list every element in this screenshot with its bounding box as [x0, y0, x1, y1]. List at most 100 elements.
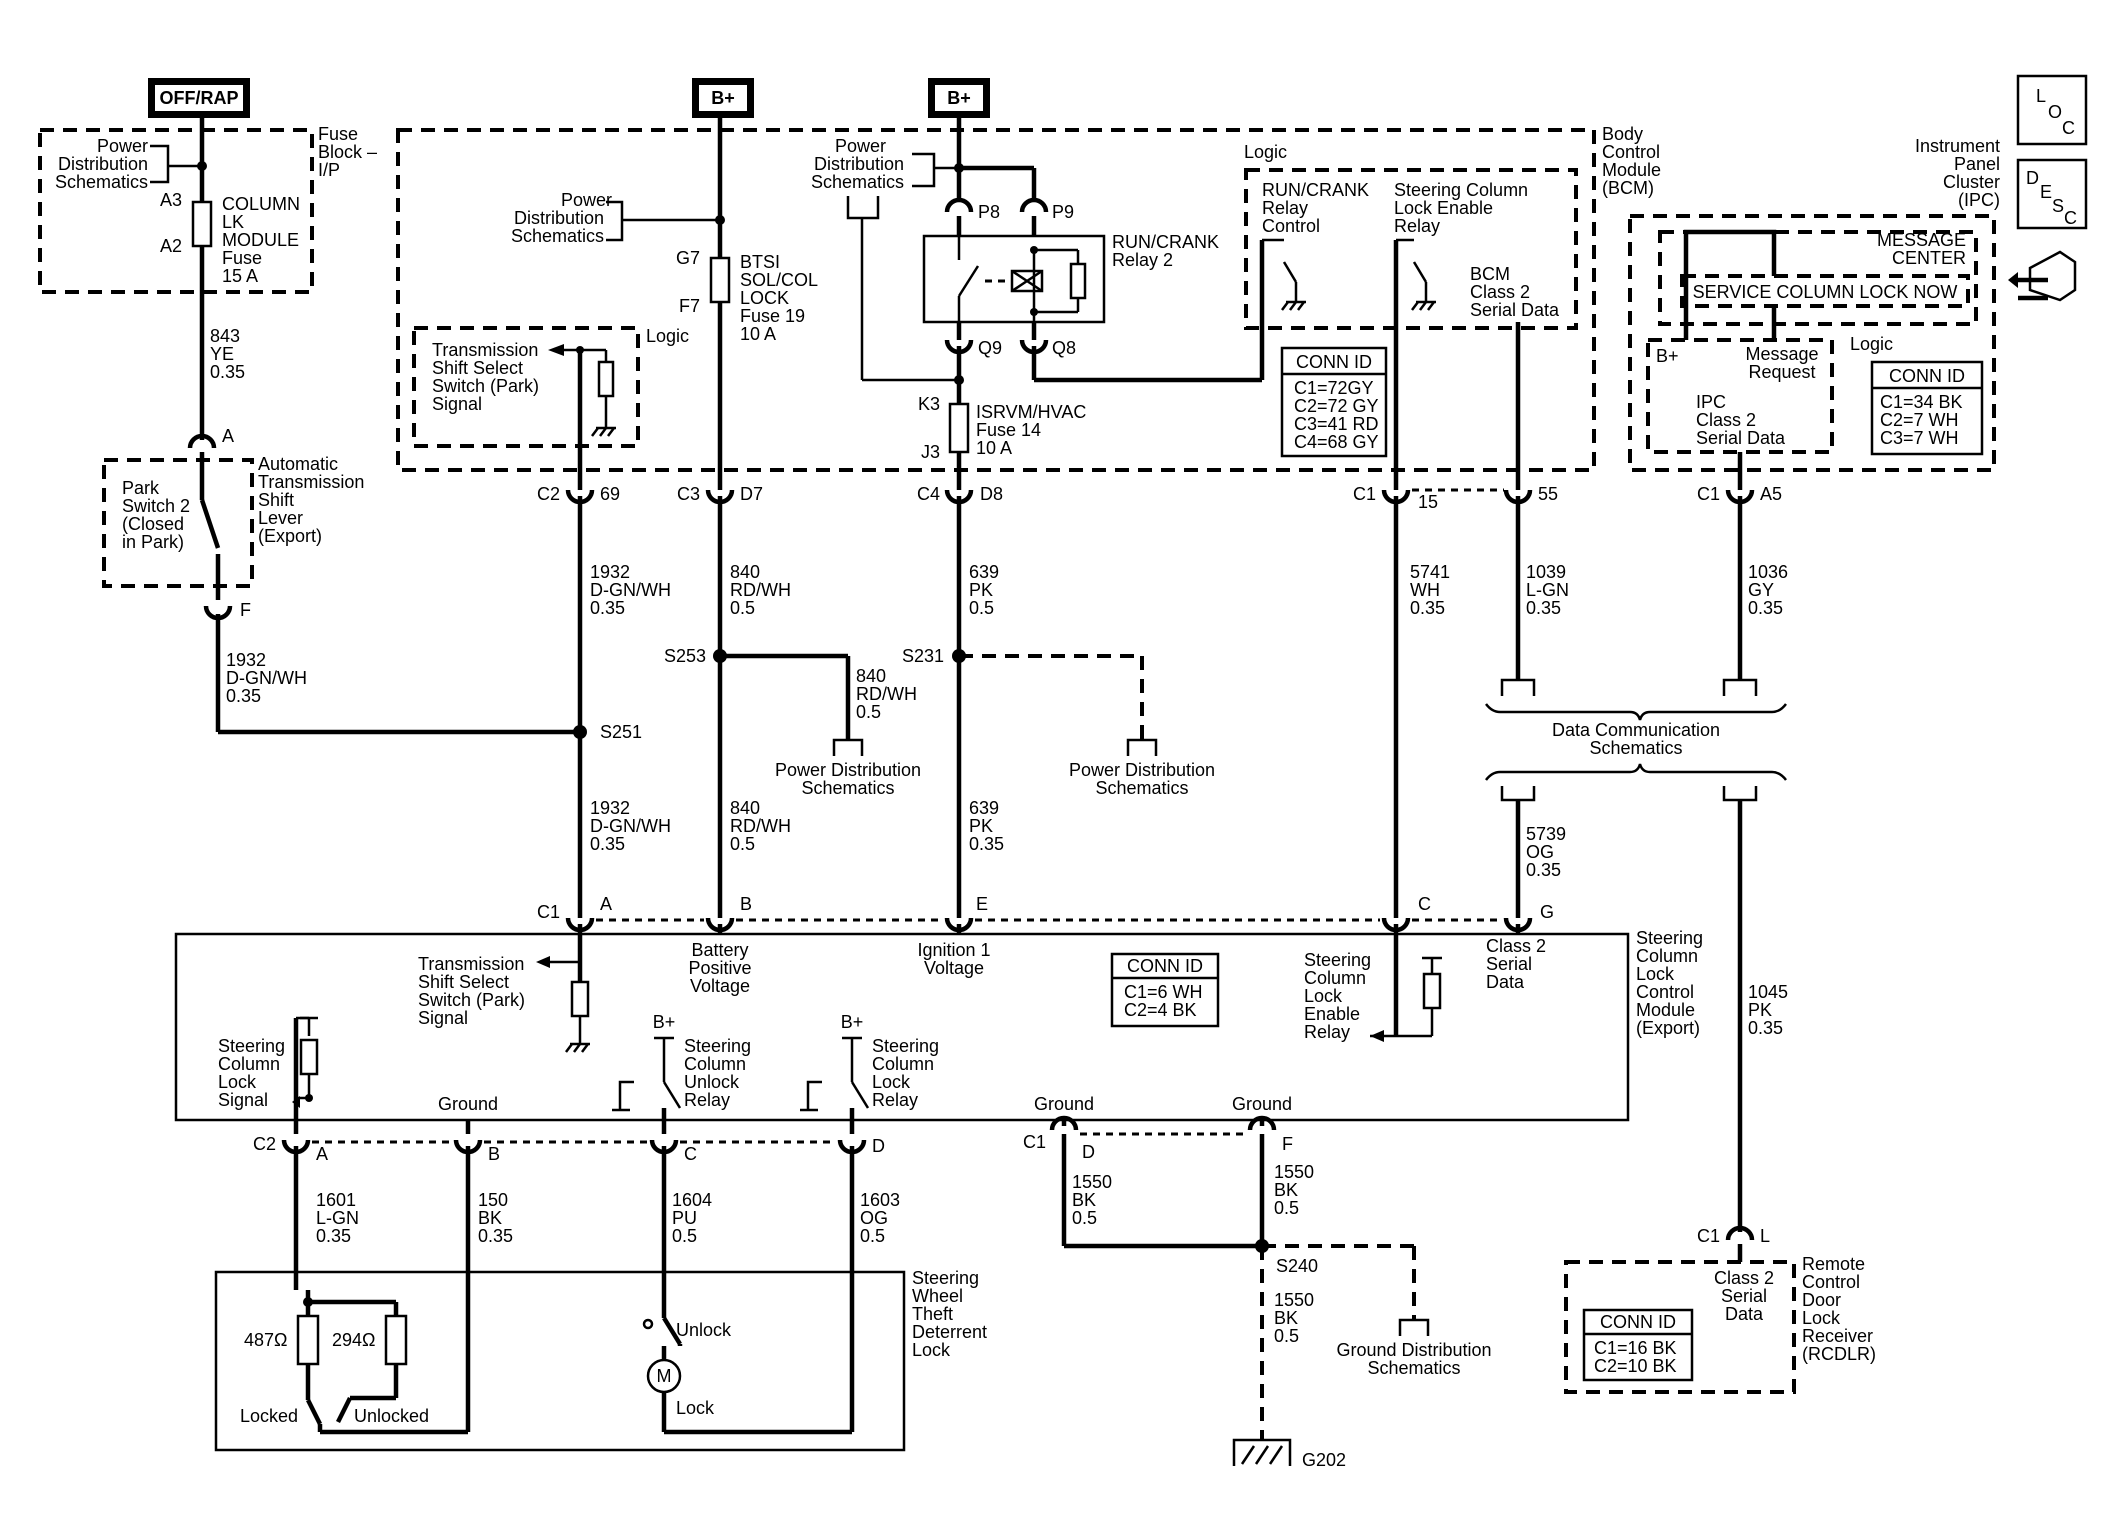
- park-side-1: Automatic: [258, 454, 338, 474]
- w1550c-1: 1550: [1274, 1290, 1314, 1310]
- w840-b3: 0.5: [730, 834, 755, 854]
- bcm-pds2-3: Schematics: [811, 172, 904, 192]
- w1601-2: L-GN: [316, 1208, 359, 1228]
- scl-en-3: Relay: [1394, 216, 1440, 236]
- bcm-pds1-2: Distribution: [514, 208, 604, 228]
- sclcm-tss-2: Shift Select: [418, 972, 509, 992]
- bot-pa: A: [316, 1144, 328, 1164]
- ipc-conn-1: C1=34 BK: [1880, 392, 1963, 412]
- park-switch: A Park Switch 2 (Closed in Park) Automat…: [102, 426, 642, 742]
- isrvm-2: Fuse 14: [976, 420, 1041, 440]
- w1932-b3: 0.35: [590, 834, 625, 854]
- sclcm-en-3: Lock: [1304, 986, 1343, 1006]
- sclcm-title-4: Control: [1636, 982, 1694, 1002]
- w840-b1: 840: [730, 798, 760, 818]
- bcm-logic-2: Logic: [1244, 142, 1287, 162]
- rcdlr-conn-1: C1=16 BK: [1594, 1338, 1677, 1358]
- park-label-3: (Closed: [122, 514, 184, 534]
- sclcm-en-4: Enable: [1304, 1004, 1360, 1024]
- rcdlr-module: C1 L Class 2 Serial Data CONN ID C1=16 B…: [1564, 1225, 1876, 1394]
- pin-q8: Q8: [1052, 338, 1076, 358]
- sclcm-conn-title: CONN ID: [1127, 956, 1203, 976]
- desc-s: S: [2052, 196, 2064, 216]
- isrvm-1: ISRVM/HVAC: [976, 402, 1086, 422]
- fuse-block-title-1: Fuse: [318, 124, 358, 144]
- sclcm-c2-3: Data: [1486, 972, 1525, 992]
- runcrank-relay-box: [922, 234, 1106, 324]
- w1550c-3: 0.5: [1274, 1326, 1299, 1346]
- sclcm-module: C1 A B E C G Steering Column Lock Contro…: [174, 894, 1703, 1134]
- pin-c1-bcm: C1: [1353, 484, 1376, 504]
- w1604-3: 0.5: [672, 1226, 697, 1246]
- sclcm-bat-2: Positive: [688, 958, 751, 978]
- scl-sig-1: Steering: [218, 1036, 285, 1056]
- rcdlr-title-2: Control: [1802, 1272, 1860, 1292]
- park-side-4: Lever: [258, 508, 303, 528]
- bcm-c2-2: Class 2: [1470, 282, 1530, 302]
- gds-2: Schematics: [1367, 1358, 1460, 1378]
- service-column-lock-message: SERVICE COLUMN LOCK NOW: [1693, 282, 1958, 302]
- loc-o: O: [2048, 102, 2062, 122]
- sclcm-bat-3: Voltage: [690, 976, 750, 996]
- bcm-pds1-3: Schematics: [511, 226, 604, 246]
- bot-pd: D: [872, 1136, 885, 1156]
- r294-label: 294Ω: [332, 1330, 376, 1350]
- wire-843-size: 0.35: [210, 362, 245, 382]
- ipc-conn-2: C2=7 WH: [1880, 410, 1959, 430]
- resistor-487-icon: [296, 1314, 320, 1366]
- sclcm-bat-1: Battery: [691, 940, 748, 960]
- unlock-1: Steering: [684, 1036, 751, 1056]
- ground-d-label: Ground: [1034, 1094, 1094, 1114]
- loc-icon[interactable]: L O C: [2016, 74, 2088, 146]
- fb-pds-3: Schematics: [55, 172, 148, 192]
- gds-1: Ground Distribution: [1336, 1340, 1491, 1360]
- w840-a2: RD/WH: [730, 580, 791, 600]
- sclcm-en-1: Steering: [1304, 950, 1371, 970]
- pin-c3: C3: [677, 484, 700, 504]
- pin-f7: F7: [679, 296, 700, 316]
- w840-s1: 840: [856, 666, 886, 686]
- rc-ctrl-1: RUN/CRANK: [1262, 180, 1369, 200]
- pin-15: 15: [1418, 492, 1438, 512]
- bcm-pins: C2 69 C3 D7 C4 D8 C1 15 55 C1 A5: [537, 484, 1782, 512]
- bot-pd2: D: [1082, 1142, 1095, 1162]
- bcm-conn-2: C2=72 GY: [1294, 396, 1379, 416]
- unlock-2: Column: [684, 1054, 746, 1074]
- bcm-title-2: Control: [1602, 142, 1660, 162]
- w1932-a1: 1932: [590, 562, 630, 582]
- w1550a-2: BK: [1072, 1190, 1096, 1210]
- bot-pb: B: [488, 1144, 500, 1164]
- w1045-3: 0.35: [1748, 1018, 1783, 1038]
- fuse-label-2: LK: [222, 212, 244, 232]
- sclcm-title-2: Column: [1636, 946, 1698, 966]
- sclcm-c2-2: Serial: [1486, 954, 1532, 974]
- pin-f-park: F: [240, 600, 251, 620]
- fuse-label-1: COLUMN: [222, 194, 300, 214]
- ipc-conn-title: CONN ID: [1889, 366, 1965, 386]
- ipc-c2-1: IPC: [1696, 392, 1726, 412]
- w639-b1: 639: [969, 798, 999, 818]
- btsi-5: 10 A: [740, 324, 776, 344]
- lock-1: Steering: [872, 1036, 939, 1056]
- bot-c1: C1: [1023, 1132, 1046, 1152]
- pin-j3: J3: [921, 442, 940, 462]
- sclcm-ign-2: Voltage: [924, 958, 984, 978]
- bcm-tss-4: Signal: [432, 394, 482, 414]
- bcm-tss-3: Switch (Park): [432, 376, 539, 396]
- sclcm-tss-4: Signal: [418, 1008, 468, 1028]
- sclcm-title-3: Lock: [1636, 964, 1675, 984]
- pds-b-1: Power Distribution: [1069, 760, 1215, 780]
- bcm-title-4: (BCM): [1602, 178, 1654, 198]
- pds-a-1: Power Distribution: [775, 760, 921, 780]
- park-label-1: Park: [122, 478, 160, 498]
- swtd-1: Steering: [912, 1268, 979, 1288]
- w5741-1: 5741: [1410, 562, 1450, 582]
- desc-icon[interactable]: D E S C: [2016, 158, 2088, 230]
- pin-p9: P9: [1052, 202, 1074, 222]
- sclcm-title-1: Steering: [1636, 928, 1703, 948]
- park-label-2: Switch 2: [122, 496, 190, 516]
- splice-s240: S240: [1276, 1256, 1318, 1276]
- connector-icon[interactable]: [2008, 250, 2077, 302]
- sclcm-ground-label: Ground: [438, 1094, 498, 1114]
